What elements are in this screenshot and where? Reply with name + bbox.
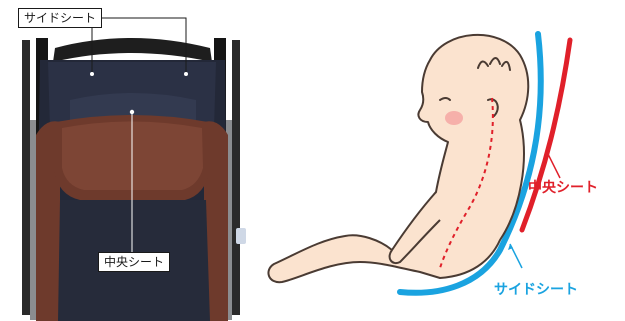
photo-side-sheet-label: サイドシート — [18, 8, 102, 28]
photo-center-sheet-label: 中央シート — [98, 252, 170, 272]
illus-side-sheet-label: サイドシート — [494, 282, 578, 298]
illus-center-sheet-label: 中央シート — [528, 180, 598, 196]
